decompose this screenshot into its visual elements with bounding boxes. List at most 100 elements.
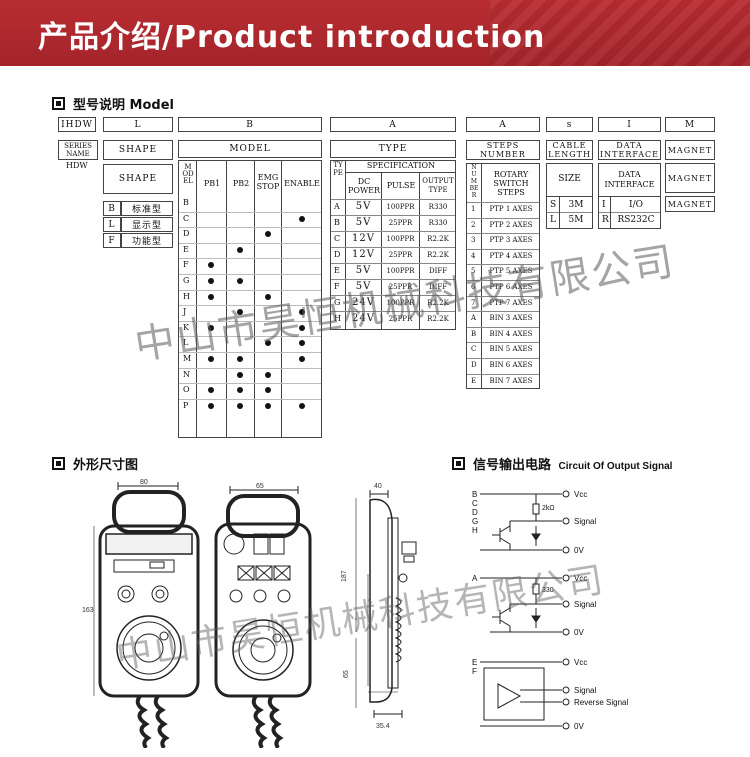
model-header: MODEL [178,140,322,158]
steps-row-label: PTP 1 AXES [489,205,533,213]
magnet-header: MAGNET [665,140,715,160]
cable-col-divider [559,197,560,228]
circuit-2-signal: Signal [574,600,596,609]
steps-row-divider [467,202,539,203]
steps-row-label: PTP 5 AXES [489,267,533,276]
type-col-output: OUTPUT TYPE [422,177,454,194]
model-row-code: M [183,354,192,363]
model-mark-dot [265,387,271,394]
model-row-divider [179,242,321,244]
dimension-section-title: 外形尺寸图 [52,454,138,473]
cable-header: CABLE LENGTH [546,140,593,160]
steps-row-code: 1 [471,205,476,213]
steps-row-divider [467,373,539,375]
code-box-model: B [178,117,322,132]
header-banner: 产品介绍/Product introduction [0,0,750,66]
type-row-output: R2.2K [427,235,449,243]
type-row-power: 5V [355,281,372,292]
model-row-divider [179,383,321,385]
steps-row-divider [467,295,539,297]
model-mark-dot [208,324,214,331]
type-row-power: 12V [352,233,375,244]
type-row-power: 5V [355,217,372,228]
model-row-divider [179,320,321,322]
model-row-divider [179,274,321,275]
model-mark-dot [265,293,271,300]
model-mark-dot [208,356,214,362]
square-bullet-icon [52,97,65,110]
steps-row-divider [467,217,539,219]
steps-row-label: BIN 7 AXES [489,376,533,385]
circuit-1 [480,490,570,554]
model-col-emg: EMG STOP [256,173,280,191]
model-section-title: 型号说明 Model [52,94,174,113]
model-row-divider [179,258,321,260]
model-mark-dot [299,402,305,409]
output-circuit-diagrams: B C D G H Vcc 2kΩ Signal 0V A Vcc 330 Si… [472,490,628,731]
model-col-enable: ENABLE [284,179,320,188]
shape-row-label: 功能型 [121,233,173,248]
dim-width-1: 80 [140,479,148,486]
dim-height-3: 65 [343,670,350,678]
steps-row-divider [467,280,539,281]
type-row-pulse: 25PPR [388,219,413,227]
type-row-output: R2.2K [427,315,449,323]
type-row-power: 5V [355,201,372,212]
circuit-1-gnd: 0V [574,546,584,555]
type-row-code: F [334,282,340,291]
model-mark-dot [237,278,243,284]
model-mark-dot [237,371,243,378]
type-row-output: DIFF [428,283,448,291]
type-row-power: 5V [355,265,372,276]
shape-subheader: SHAPE [103,164,173,194]
model-row-code: P [183,400,189,410]
model-row-code: G [183,276,190,285]
steps-row-label: PTP 2 AXES [489,220,533,229]
model-row-code: H [183,291,190,301]
model-col-label: MODEL [182,163,194,185]
page-title: 产品介绍/Product introduction [38,20,546,55]
svg-text:C: C [472,499,478,508]
circuit-3-pin-e: E [472,658,477,667]
model-row-code: C [183,213,190,223]
steps-row-label: PTP 7 AXES [489,298,533,307]
model-row-code: N [183,369,190,379]
square-bullet-icon [452,457,465,470]
dimension-drawing: 80 65 40 163 187 65 35.4 [82,479,417,748]
model-mark-dot [208,387,214,394]
cable-subheader: SIZE [558,174,581,184]
steps-row-code: 4 [471,251,476,260]
model-mark-dot [237,402,243,409]
model-mark-dot [299,324,305,331]
svg-text:H: H [472,526,478,535]
circuit-1-resistor: 2kΩ [542,505,555,512]
steps-row-label: BIN 6 AXES [489,361,533,369]
model-mark-dot [208,402,214,409]
interface-subheader: DATA INTERFACE [604,170,655,189]
pendant-side-view [355,490,417,718]
model-row-divider [179,398,321,400]
model-row-code: K [183,322,189,332]
type-row-pulse: 25PPR [388,315,413,323]
model-mark-dot [237,356,243,362]
steps-row-divider [467,311,539,313]
type-row-pulse: 100PPR [386,203,415,211]
model-row-divider [179,211,321,213]
steps-row-code: 2 [471,220,476,229]
circuit-section-title: 信号输出电路 Circuit Of Output Signal [452,454,672,473]
type-row-divider [331,279,455,280]
interface-row-code: I [602,200,606,210]
model-row-divider [179,227,321,229]
cable-row-code: L [550,215,556,225]
type-row-divider [331,311,455,312]
type-row-code: A [334,202,340,211]
pendant-front-view-function [214,486,312,748]
shape-row-label: 标准型 [121,201,173,216]
model-row-code: E [183,244,189,254]
svg-text:D: D [472,508,478,517]
type-row-divider [331,295,455,296]
dim-height-2: 187 [341,570,348,582]
type-row-pulse: 25PPR [388,251,413,259]
